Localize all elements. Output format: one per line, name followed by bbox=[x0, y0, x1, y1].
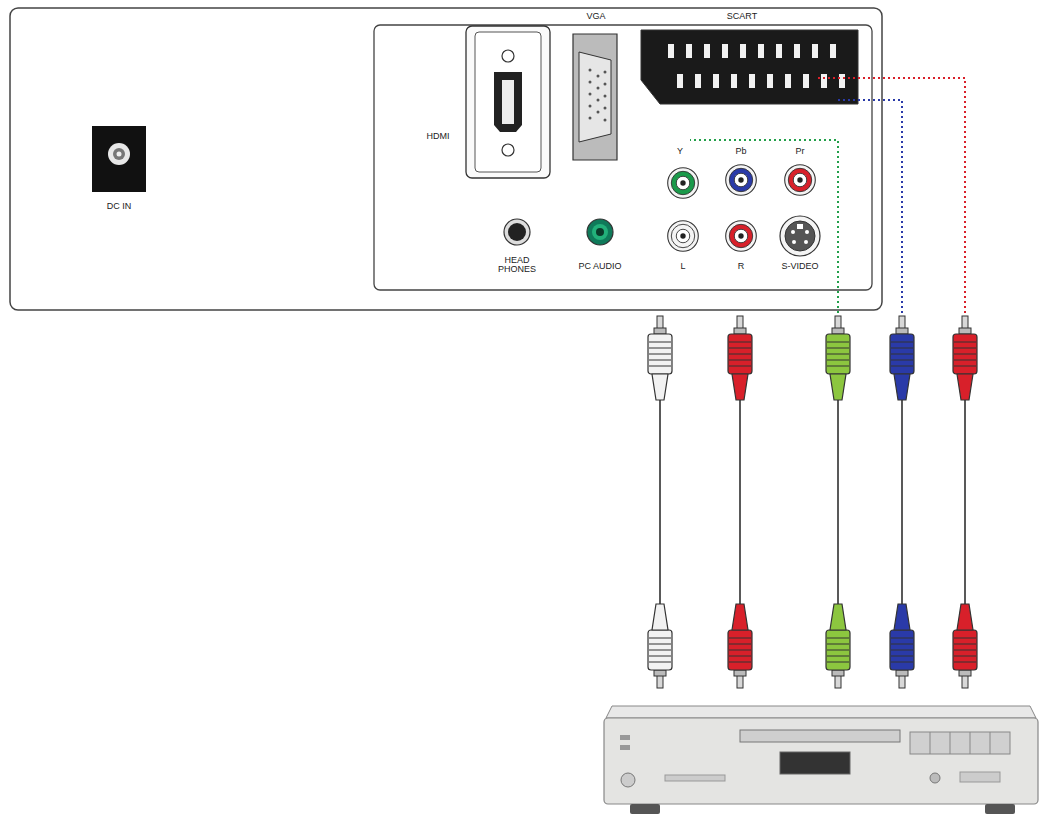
tv-panel bbox=[10, 8, 882, 310]
signal-label: Y bbox=[677, 147, 683, 156]
hdmi-frame bbox=[466, 26, 550, 178]
port-label: R bbox=[738, 262, 745, 271]
green-plug bbox=[826, 316, 850, 400]
y-jack bbox=[668, 168, 699, 199]
white-plug bbox=[648, 604, 672, 688]
vga-port bbox=[573, 34, 617, 160]
port-label: DC IN bbox=[107, 202, 132, 211]
headphone-jack bbox=[504, 219, 530, 245]
port-label: PC AUDIO bbox=[578, 262, 621, 271]
signal-label: Pb bbox=[735, 147, 746, 156]
pr-jack bbox=[785, 165, 816, 196]
pb-jack bbox=[726, 165, 757, 196]
red-plug bbox=[728, 604, 752, 688]
red-plug bbox=[728, 316, 752, 400]
red-plug bbox=[953, 316, 977, 400]
s-video-port bbox=[780, 216, 820, 256]
connector-panel bbox=[374, 25, 872, 290]
dc-jack bbox=[92, 126, 146, 192]
white-plug bbox=[648, 316, 672, 400]
scart-route-pr bbox=[818, 78, 965, 318]
cables bbox=[660, 400, 965, 610]
port-label: HEAD PHONES bbox=[492, 256, 542, 275]
red-plug bbox=[953, 604, 977, 688]
signal-label: Pr bbox=[796, 147, 805, 156]
r-jack bbox=[726, 221, 757, 252]
green-plug bbox=[826, 604, 850, 688]
port-label: S-VIDEO bbox=[781, 262, 818, 271]
port-label: VGA bbox=[586, 12, 605, 21]
port-label: SCART bbox=[727, 12, 757, 21]
pc-audio-jack bbox=[587, 219, 613, 245]
dvd-player bbox=[604, 706, 1038, 814]
l-jack bbox=[668, 221, 699, 252]
hdmi-port bbox=[494, 72, 522, 132]
blue-plug bbox=[890, 604, 914, 688]
scart-port bbox=[641, 30, 858, 104]
blue-plug bbox=[890, 316, 914, 400]
port-label: L bbox=[680, 262, 685, 271]
port-label: HDMI bbox=[427, 132, 450, 141]
scart-route-y bbox=[690, 140, 838, 318]
scart-route-pb bbox=[836, 100, 902, 318]
